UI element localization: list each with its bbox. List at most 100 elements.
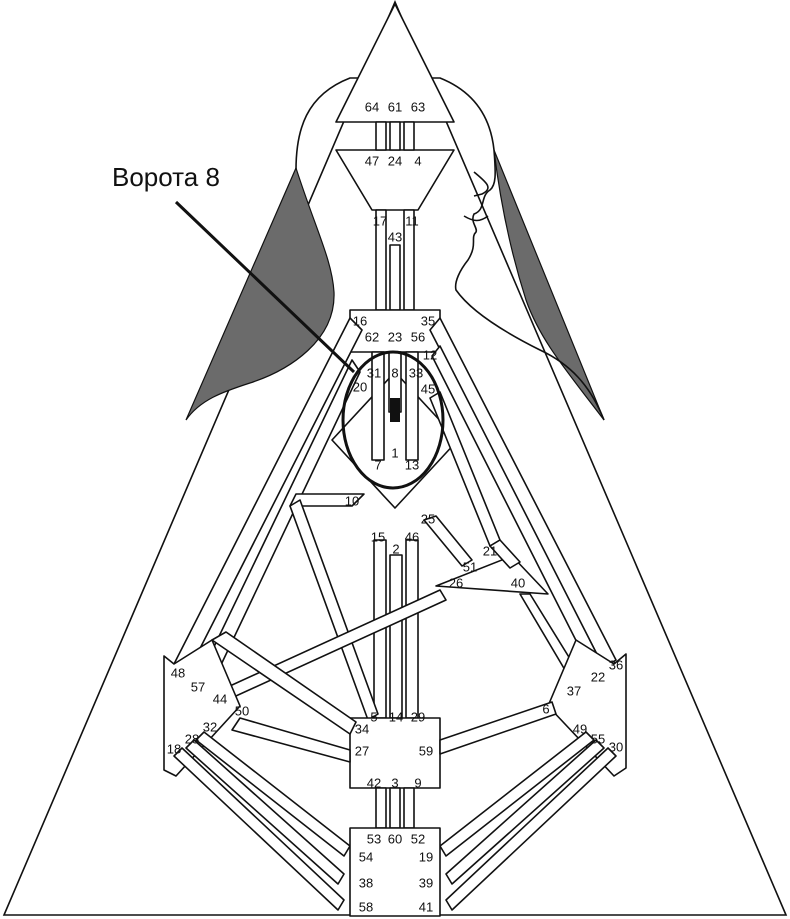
channel-33-13 xyxy=(405,351,419,461)
gate-47: 47 xyxy=(365,153,379,168)
gate-57: 57 xyxy=(191,679,205,694)
channel-57-34 xyxy=(211,631,357,735)
gate-61: 61 xyxy=(388,99,402,114)
channel-63-4 xyxy=(403,121,415,151)
mouth-line xyxy=(463,215,489,222)
channel-50-27 xyxy=(231,717,351,763)
nose-line xyxy=(473,171,489,197)
gate-40: 40 xyxy=(511,575,525,590)
gate-56: 56 xyxy=(411,329,425,344)
gate-51: 51 xyxy=(463,559,477,574)
gate-8-highlight xyxy=(390,398,400,422)
gate-8-highlight-ellipse xyxy=(341,350,445,490)
gate-21: 21 xyxy=(483,543,497,558)
gate-58: 58 xyxy=(359,899,373,914)
channel-9-52 xyxy=(403,787,415,829)
gate-32: 32 xyxy=(203,719,217,734)
channel-18-58 xyxy=(173,747,345,911)
gate-52: 52 xyxy=(411,831,425,846)
gate-29: 29 xyxy=(411,709,425,724)
gate-11: 11 xyxy=(405,213,419,228)
channel-21-45 xyxy=(489,539,521,569)
gate-39: 39 xyxy=(419,875,433,890)
gate-22: 22 xyxy=(591,669,605,684)
channel-61-24 xyxy=(389,121,401,151)
gate-18: 18 xyxy=(167,741,181,756)
channel-3-60 xyxy=(389,787,401,829)
head-outline xyxy=(295,77,605,421)
gate-35: 35 xyxy=(421,313,435,328)
gate-23: 23 xyxy=(388,329,402,344)
gate-53: 53 xyxy=(367,831,381,846)
gate-44: 44 xyxy=(213,691,227,706)
gate-33: 33 xyxy=(409,365,423,380)
gate-24: 24 xyxy=(388,153,402,168)
gate-14: 14 xyxy=(389,709,403,724)
callout-pointer xyxy=(174,200,356,374)
gate-45: 45 xyxy=(421,381,435,396)
gate-13: 13 xyxy=(405,457,419,472)
channel-43-23 xyxy=(389,244,401,311)
gate-63: 63 xyxy=(411,99,425,114)
gate-43: 43 xyxy=(388,229,402,244)
gate-37: 37 xyxy=(567,683,581,698)
gate-50: 50 xyxy=(235,703,249,718)
channel-30-41 xyxy=(445,747,617,911)
channel-55-39 xyxy=(445,739,605,885)
gate-10: 10 xyxy=(345,493,359,508)
gate-7: 7 xyxy=(374,457,381,472)
gate-1: 1 xyxy=(391,445,398,460)
gate-2: 2 xyxy=(392,541,399,556)
gate-3: 3 xyxy=(391,775,398,790)
gate-28: 28 xyxy=(185,731,199,746)
gate-12: 12 xyxy=(423,347,437,362)
right-hair-shadow xyxy=(493,149,605,421)
gate-4: 4 xyxy=(414,153,421,168)
channel-10-20 xyxy=(289,493,365,507)
gate-64: 64 xyxy=(365,99,379,114)
gate-25: 25 xyxy=(421,511,435,526)
gate-62: 62 xyxy=(365,329,379,344)
channel-10-34 xyxy=(289,499,379,721)
ego-center xyxy=(435,555,549,595)
channel-25-51 xyxy=(423,515,473,567)
gate-26: 26 xyxy=(449,575,463,590)
channel-59-6 xyxy=(439,701,557,755)
channel-64-47 xyxy=(375,121,387,151)
gate-42: 42 xyxy=(367,775,381,790)
gate-59: 59 xyxy=(419,743,433,758)
gate-8: 8 xyxy=(391,365,398,380)
gate-27: 27 xyxy=(355,743,369,758)
callout-label: Ворота 8 xyxy=(112,162,220,192)
gate-41: 41 xyxy=(419,899,433,914)
gate-15: 15 xyxy=(371,529,385,544)
root-center xyxy=(349,827,441,917)
gate-20: 20 xyxy=(353,379,367,394)
channel-28-38 xyxy=(185,739,345,885)
gate-19: 19 xyxy=(419,849,433,864)
gate-5: 5 xyxy=(370,709,377,724)
gate-30: 30 xyxy=(609,739,623,754)
gate-38: 38 xyxy=(359,875,373,890)
gate-46: 46 xyxy=(405,529,419,544)
left-hair-shadow xyxy=(185,166,335,421)
gate-54: 54 xyxy=(359,849,373,864)
gate-34: 34 xyxy=(355,721,369,736)
gate-9: 9 xyxy=(414,775,421,790)
gate-17: 17 xyxy=(373,213,387,228)
gate-labels: 64 61 63 47 24 4 17 43 11 16 62 23 56 35… xyxy=(167,99,623,914)
gate-31: 31 xyxy=(367,365,381,380)
gate-60: 60 xyxy=(388,831,402,846)
channel-42-53 xyxy=(375,787,387,829)
gate-48: 48 xyxy=(171,665,185,680)
channel-46-29 xyxy=(405,539,419,719)
gate-49: 49 xyxy=(573,721,587,736)
channel-2-14 xyxy=(389,554,403,719)
gate-6: 6 xyxy=(542,701,549,716)
gate-55: 55 xyxy=(591,731,605,746)
spleen-center xyxy=(163,639,241,777)
gate-36: 36 xyxy=(609,657,623,672)
gate-16: 16 xyxy=(353,313,367,328)
channel-31-7 xyxy=(371,351,385,461)
